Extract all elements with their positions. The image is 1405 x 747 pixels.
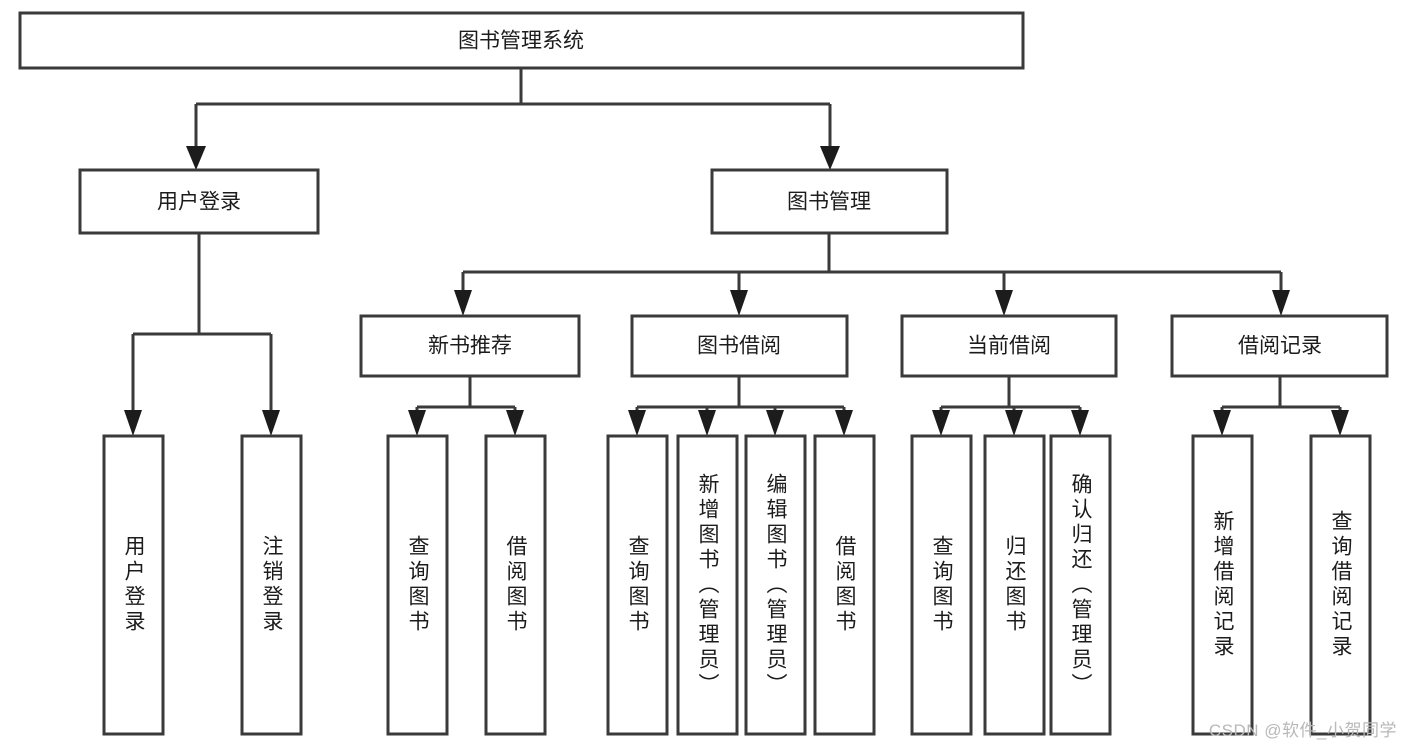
node-book-borrow-label: 图书借阅 <box>697 335 781 358</box>
leaf-box-edit-book[interactable] <box>744 434 807 736</box>
node-book-manage-label: 图书管理 <box>787 191 871 214</box>
connector-root-to-level2 <box>186 68 840 170</box>
connector-bookmanage-to-level3 <box>454 233 1290 316</box>
node-root[interactable]: 图书管理系统 <box>18 11 1025 70</box>
leaf-box-logout[interactable] <box>240 434 303 736</box>
leaf-box-add-book[interactable] <box>676 434 739 736</box>
leaf-box-add-record[interactable] <box>1191 434 1254 736</box>
leaf-box-borrow-book-2[interactable] <box>813 434 876 736</box>
node-user-login[interactable]: 用户登录 <box>78 168 320 235</box>
leaf-box-return-book[interactable] <box>983 434 1046 736</box>
connector-currentborrow-to-leaves <box>932 376 1089 436</box>
leaf-box-borrow-book-1[interactable] <box>484 434 547 736</box>
leaf-box-user-login[interactable] <box>102 434 165 736</box>
connector-userlogin-to-leaves <box>124 233 280 436</box>
leaf-box-query-record[interactable] <box>1309 434 1372 736</box>
node-current-borrow-label: 当前借阅 <box>967 335 1051 358</box>
node-current-borrow[interactable]: 当前借阅 <box>900 314 1118 378</box>
connector-bookborrow-to-leaves <box>628 376 853 436</box>
leaf-box-confirm-return[interactable] <box>1049 434 1112 736</box>
watermark-text: CSDN @软件_小贺同学 <box>1208 721 1397 740</box>
node-new-book-rec[interactable]: 新书推荐 <box>359 314 581 378</box>
node-root-label: 图书管理系统 <box>458 30 584 53</box>
connector-newbook-to-leaves <box>408 376 524 436</box>
connector-borrowrecord-to-leaves <box>1213 376 1349 436</box>
leaf-box-query-book-1[interactable] <box>386 434 449 736</box>
node-book-borrow[interactable]: 图书借阅 <box>630 314 849 378</box>
leaf-box-query-book-3[interactable] <box>910 434 973 736</box>
node-user-login-label: 用户登录 <box>157 191 241 214</box>
node-borrow-record-label: 借阅记录 <box>1238 335 1322 358</box>
node-borrow-record[interactable]: 借阅记录 <box>1170 314 1389 378</box>
node-book-manage[interactable]: 图书管理 <box>710 168 949 235</box>
leaf-box-query-book-2[interactable] <box>606 434 669 736</box>
leaf-boxes <box>102 434 1372 736</box>
node-new-book-rec-label: 新书推荐 <box>428 335 512 358</box>
